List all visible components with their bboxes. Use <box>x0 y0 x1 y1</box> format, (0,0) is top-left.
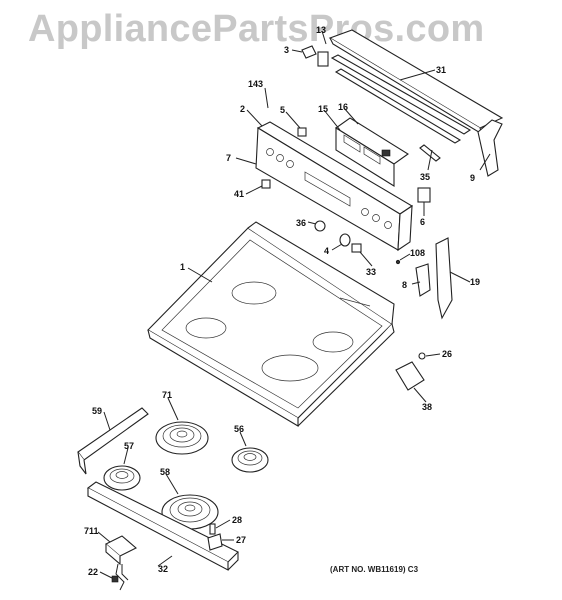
callout-8: 8 <box>402 280 407 290</box>
callout-6: 6 <box>420 217 425 227</box>
part-element-bracket-59 <box>77 407 149 475</box>
callout-71: 71 <box>162 390 172 400</box>
part-surface-element-56 <box>231 447 269 473</box>
callout-36: 36 <box>296 218 306 228</box>
part-surface-element-57 <box>103 465 141 491</box>
callout-27: 27 <box>236 535 246 545</box>
part-element-tray-32 <box>86 481 239 571</box>
callout-2: 2 <box>240 104 245 114</box>
callout-5: 5 <box>280 105 285 115</box>
callout-33: 33 <box>366 267 376 277</box>
callout-31: 31 <box>436 65 446 75</box>
callout-28: 28 <box>232 515 242 525</box>
callout-1: 1 <box>180 262 185 272</box>
part-latch-38 <box>395 361 425 391</box>
part-knob-33 <box>351 243 362 253</box>
part-wire-harness-22 <box>111 563 129 591</box>
part-clip-28 <box>209 523 216 535</box>
callout-4: 4 <box>324 246 329 256</box>
callout-7: 7 <box>226 153 231 163</box>
callout-58: 58 <box>160 467 170 477</box>
part-clip-27 <box>207 533 223 551</box>
callout-41: 41 <box>234 189 244 199</box>
part-switch-6 <box>417 187 431 203</box>
part-knob-4 <box>339 233 351 247</box>
part-trim-strip <box>330 54 472 144</box>
callout-9: 9 <box>470 173 475 183</box>
leader-lines <box>97 30 491 579</box>
part-clip-5 <box>297 127 307 137</box>
callout-38: 38 <box>422 402 432 412</box>
part-backsplash-trim <box>328 29 504 136</box>
callout-32: 32 <box>158 564 168 574</box>
part-control-board <box>335 117 409 187</box>
callout-57: 57 <box>124 441 134 451</box>
callout-26: 26 <box>442 349 452 359</box>
callout-19: 19 <box>470 277 480 287</box>
part-hinge-8 <box>415 263 431 297</box>
callout-711: 711 <box>84 526 99 536</box>
callout-22: 22 <box>88 567 98 577</box>
part-cooktop <box>147 221 395 427</box>
watermark-text: AppliancePartsPros.com <box>28 8 485 50</box>
art-number: (ART NO. WB11619) C3 <box>330 565 419 574</box>
callout-143: 143 <box>248 79 263 89</box>
callout-56: 56 <box>234 424 244 434</box>
part-side-bracket <box>435 237 453 320</box>
part-knob-41 <box>261 179 271 189</box>
callout-15: 15 <box>318 104 328 114</box>
callout-59: 59 <box>92 406 102 416</box>
callout-3: 3 <box>284 45 289 55</box>
part-knob-36 <box>314 220 326 232</box>
callout-13: 13 <box>316 25 326 35</box>
part-surface-element-71 <box>155 421 209 455</box>
callout-16: 16 <box>338 102 348 112</box>
part-end-cap-right <box>477 119 503 177</box>
callout-35: 35 <box>420 172 430 182</box>
callout-labels: 13 3 31 143 2 5 15 16 7 41 35 9 6 36 4 3… <box>84 25 480 577</box>
part-screw-108 <box>395 259 401 265</box>
part-control-panel <box>255 121 414 252</box>
part-terminal-block-711 <box>105 535 137 566</box>
part-screw-26 <box>418 352 426 360</box>
callout-108: 108 <box>410 248 425 258</box>
part-small-bracket-3 <box>301 45 329 67</box>
